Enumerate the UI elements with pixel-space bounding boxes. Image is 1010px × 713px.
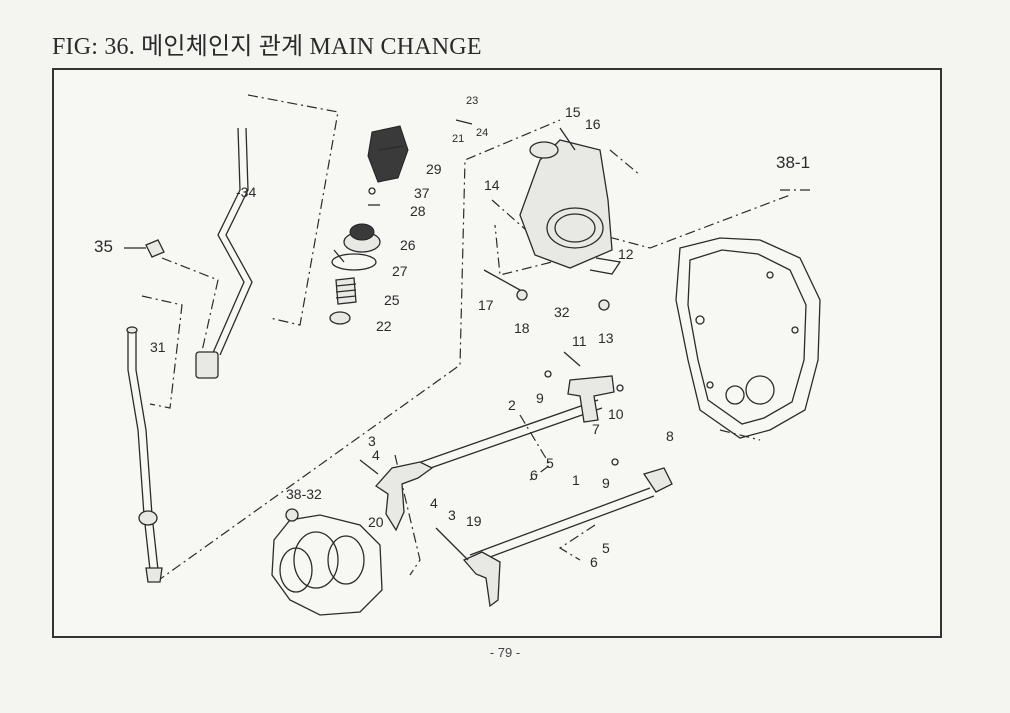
label-3-lower: 3 [448, 507, 456, 523]
label-38-32: 38-32 [286, 486, 322, 502]
label-28: 28 [410, 203, 426, 219]
page-title: FIG: 36. 메인체인지 관계 MAIN CHANGE [52, 34, 482, 60]
label-24: 24 [476, 127, 488, 139]
label-34: -34 [236, 184, 256, 200]
label-8: 8 [666, 428, 674, 444]
label-22: 22 [376, 318, 392, 334]
label-10: 10 [608, 406, 624, 422]
part-31-rod [126, 326, 163, 583]
part-38-32-gears [271, 508, 383, 616]
label-6-upper: 6 [530, 467, 538, 483]
label-18: 18 [514, 320, 530, 336]
label-19: 19 [466, 513, 482, 529]
label-3-upper: 3 [368, 433, 376, 449]
label-6-lower: 6 [590, 554, 598, 570]
label-9-upper: 9 [536, 390, 544, 406]
label-23: 23 [466, 95, 478, 107]
label-5-upper: 5 [546, 455, 554, 471]
label-11: 11 [572, 333, 587, 349]
label-25: 25 [384, 292, 400, 308]
label-2: 2 [508, 397, 516, 413]
part-34-shift-lever [195, 127, 253, 379]
label-4-lower: 4 [430, 495, 438, 511]
label-26: 26 [400, 237, 416, 253]
part-38-1-case [675, 237, 821, 439]
label-35: 35 [94, 237, 113, 256]
label-14: 14 [484, 177, 500, 193]
label-38-1: 38-1 [776, 153, 810, 172]
label-5-lower: 5 [602, 540, 610, 556]
label-31: 31 [150, 339, 166, 355]
label-15: 15 [565, 104, 581, 120]
label-4-upper: 4 [372, 447, 380, 463]
part-2-shift-rod [397, 351, 624, 479]
part-20-shift-fork [359, 459, 434, 532]
knob-assembly [329, 125, 409, 325]
label-12: 12 [618, 246, 634, 262]
label-1: 1 [572, 472, 580, 488]
page-number: - 79 - [489, 645, 521, 660]
label-27: 27 [392, 263, 408, 279]
label-16: 16 [585, 116, 601, 132]
housing-cover [455, 119, 622, 311]
label-13: 13 [598, 330, 614, 346]
label-7: 7 [592, 421, 600, 437]
callout-labels: -34 35 31 29 37 28 26 27 25 22 23 21 24 … [94, 95, 810, 570]
label-37: 37 [414, 185, 430, 201]
label-9-lower: 9 [602, 475, 610, 491]
assembly-leader-lines [141, 94, 810, 583]
label-29: 29 [426, 161, 442, 177]
label-21: 21 [452, 133, 464, 145]
label-20: 20 [368, 514, 384, 530]
label-32: 32 [554, 304, 570, 320]
part-1-shift-rod [435, 458, 673, 608]
label-17: 17 [478, 297, 494, 313]
part-35-bolt [124, 239, 165, 258]
